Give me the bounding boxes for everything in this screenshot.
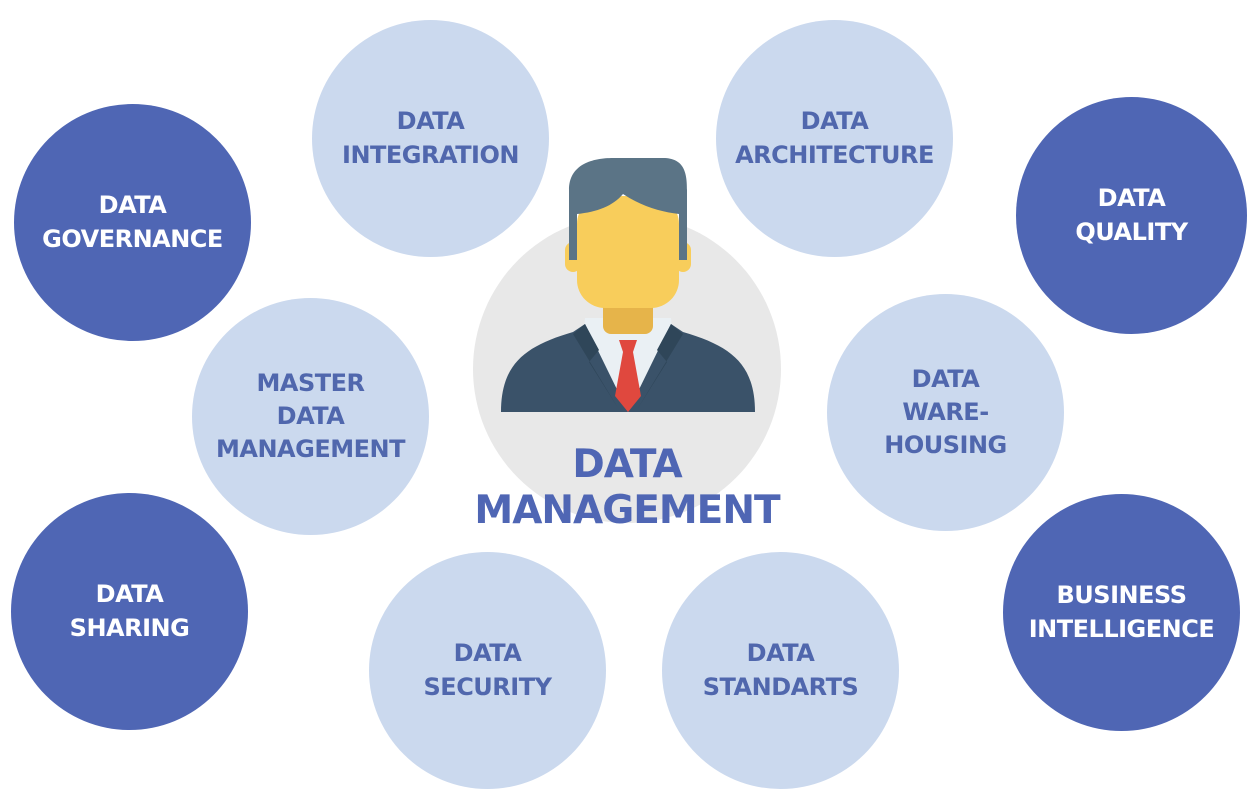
- suit-shape: [501, 324, 755, 412]
- node-label-line: INTELLIGENCE: [1028, 614, 1215, 643]
- node-data-standarts: DATA STANDARTS: [662, 552, 899, 789]
- node-label-line: BUSINESS: [1056, 581, 1187, 610]
- node-label-line: INTEGRATION: [342, 140, 519, 169]
- node-label-line: ARCHITECTURE: [735, 140, 934, 169]
- node-label-line: DATA: [396, 107, 465, 136]
- node-label-line: DATA: [911, 364, 980, 393]
- node-label-line: GOVERNANCE: [42, 224, 223, 253]
- node-label-line: WARE-: [902, 397, 989, 426]
- node-label-line: DATA: [276, 401, 345, 430]
- node-label-line: MANAGEMENT: [216, 435, 405, 464]
- node-label-line: SECURITY: [423, 672, 552, 701]
- node-master-data-management: MASTER DATA MANAGEMENT: [192, 298, 429, 535]
- node-label-line: DATA: [746, 639, 815, 668]
- hair-shape: [569, 158, 687, 260]
- node-data-warehousing: DATA WARE- HOUSING: [827, 294, 1064, 531]
- node-label-line: DATA: [98, 191, 167, 220]
- lapel-left: [573, 324, 618, 408]
- node-data-integration: DATA INTEGRATION: [312, 20, 549, 257]
- node-data-quality: DATA QUALITY: [1016, 97, 1247, 334]
- center-title: DATA MANAGEMENT: [420, 442, 834, 534]
- head-shape: [577, 196, 679, 308]
- node-label-line: DATA: [800, 107, 869, 136]
- node-data-governance: DATA GOVERNANCE: [14, 104, 251, 341]
- tie-shape: [615, 340, 641, 412]
- node-label-line: HOUSING: [884, 431, 1007, 460]
- node-data-architecture: DATA ARCHITECTURE: [716, 20, 953, 257]
- node-data-security: DATA SECURITY: [369, 552, 606, 789]
- node-label-line: DATA: [95, 580, 164, 609]
- node-label-line: QUALITY: [1075, 217, 1188, 246]
- node-label-line: DATA: [1097, 184, 1166, 213]
- node-business-intelligence: BUSINESS INTELLIGENCE: [1003, 494, 1240, 731]
- node-label-line: STANDARTS: [702, 672, 859, 701]
- node-label-line: SHARING: [69, 613, 190, 642]
- lapel-right: [638, 324, 683, 408]
- node-label-line: DATA: [453, 639, 522, 668]
- center-title-line1: DATA: [572, 442, 682, 487]
- node-label-line: MASTER: [256, 368, 366, 397]
- node-data-sharing: DATA SHARING: [11, 493, 248, 730]
- businessman-icon: [501, 158, 755, 412]
- center-title-line2: MANAGEMENT: [474, 488, 780, 534]
